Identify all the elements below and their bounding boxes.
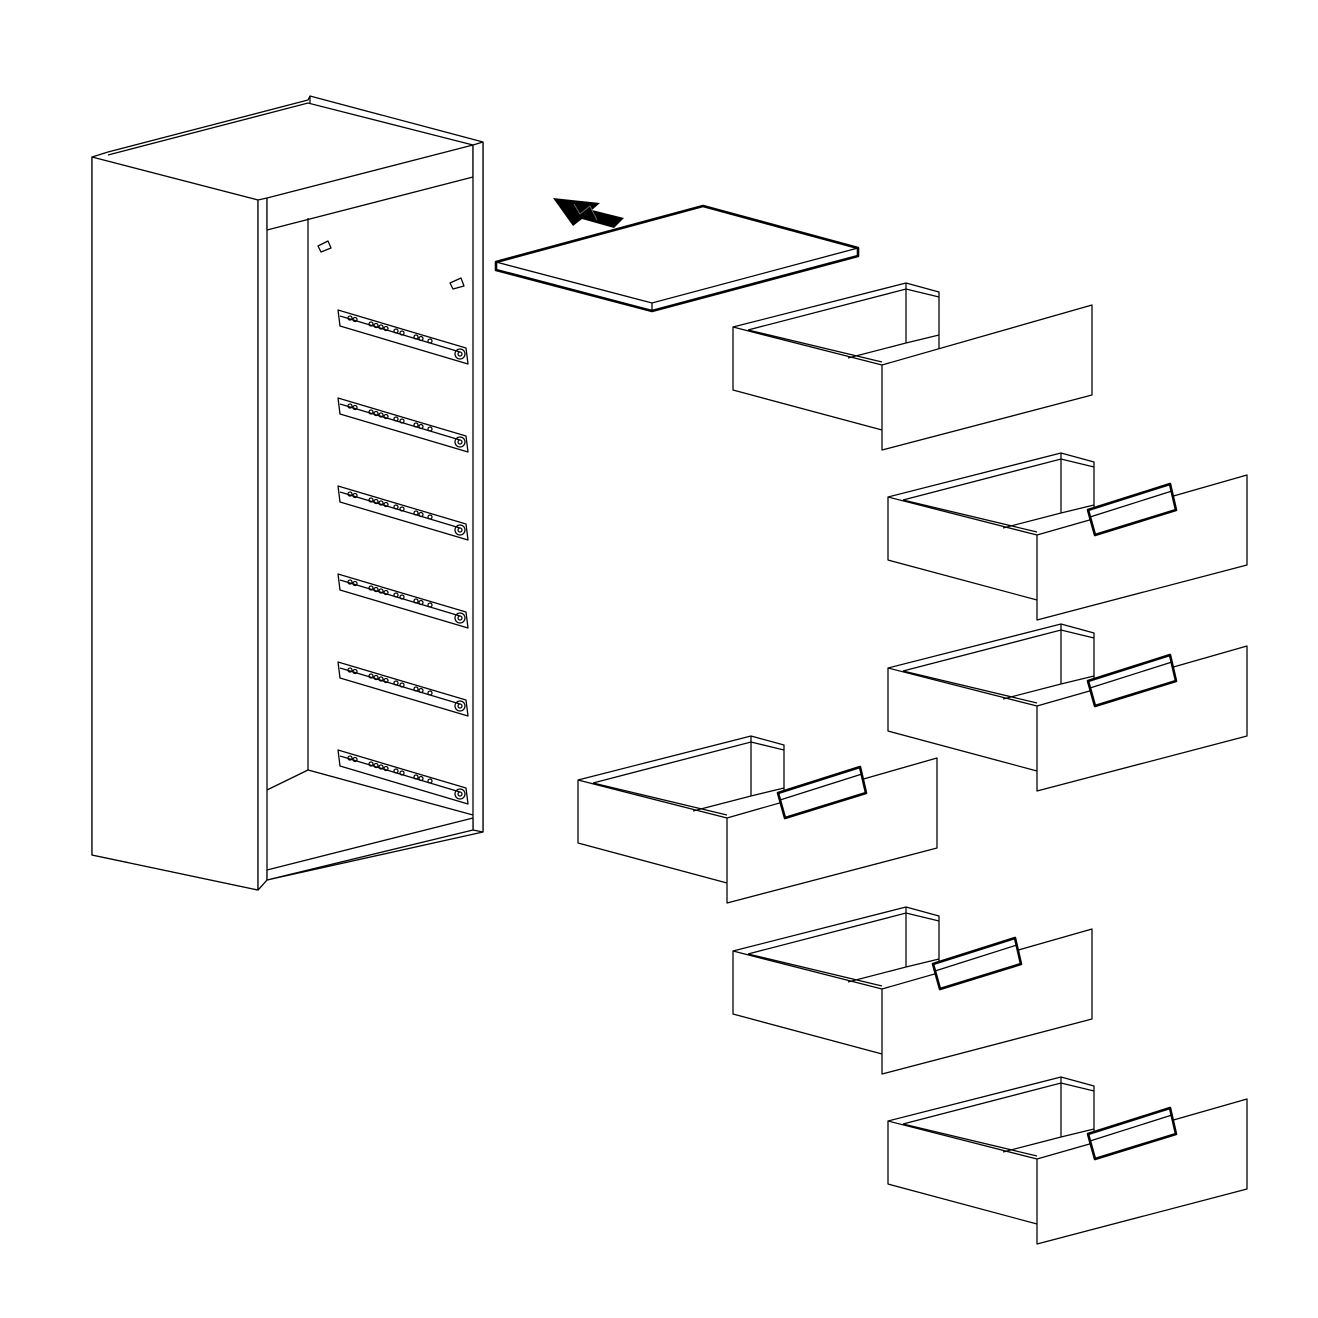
drawer-with-handle (577, 735, 938, 904)
drawer-plain (732, 282, 1093, 451)
top-board (494, 204, 860, 313)
drawer-with-handle (887, 623, 1248, 792)
drawer-with-handle (887, 452, 1248, 621)
drawer-with-handle (732, 906, 1093, 1075)
cabinet (91, 95, 484, 891)
drawer-with-handle (887, 1076, 1248, 1245)
insert-arrow-icon (553, 198, 624, 228)
mount-clip (317, 240, 465, 290)
